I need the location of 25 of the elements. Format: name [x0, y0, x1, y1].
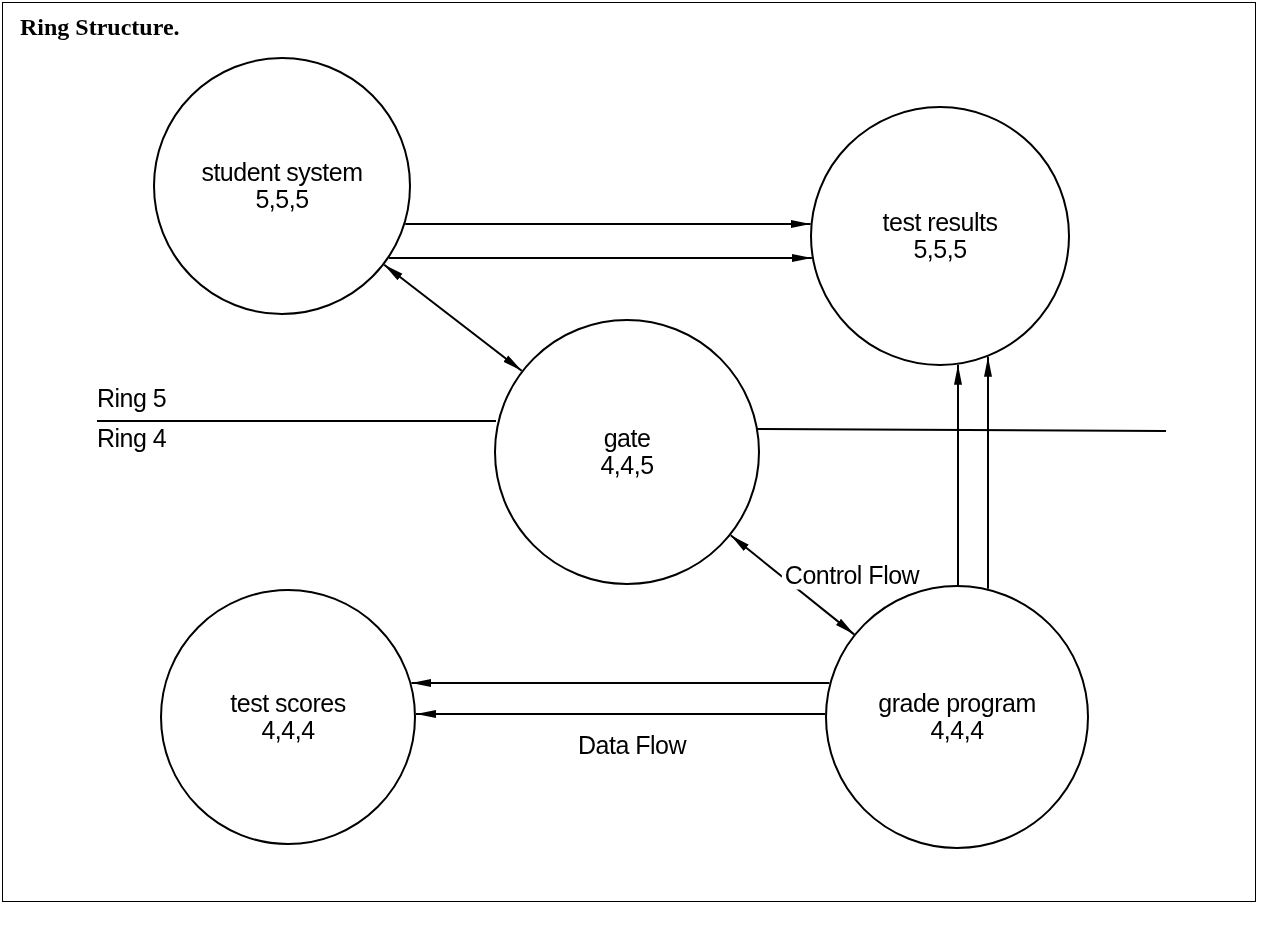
- node-name: student system: [201, 158, 363, 186]
- ring-brackets: 4,4,5: [600, 452, 654, 480]
- arrow: [984, 355, 992, 590]
- ring-brackets: 5,5,5: [913, 236, 967, 264]
- arrow: [383, 263, 523, 372]
- circle-node: [153, 57, 411, 315]
- arrow: [410, 679, 831, 687]
- node-name: test results: [882, 208, 998, 236]
- ring-label: Ring 4: [97, 424, 167, 453]
- circle-node: [160, 589, 416, 845]
- circle-node: [810, 106, 1070, 366]
- ring-brackets: 5,5,5: [255, 186, 309, 214]
- ring-label: Ring 5: [97, 384, 167, 413]
- node-name: grade program: [878, 689, 1036, 717]
- node-name: gate: [603, 424, 651, 452]
- arrow: [404, 220, 812, 228]
- arrow: [729, 534, 856, 636]
- arrow: [414, 710, 827, 718]
- ring-brackets: 4,4,4: [930, 717, 984, 745]
- arrow: [954, 363, 962, 586]
- node-name: test scores: [230, 689, 346, 717]
- arrow: [388, 254, 813, 262]
- ring-brackets: 4,4,4: [261, 717, 315, 745]
- circle-node: [494, 319, 760, 585]
- diagram-title: Ring Structure.: [20, 14, 180, 41]
